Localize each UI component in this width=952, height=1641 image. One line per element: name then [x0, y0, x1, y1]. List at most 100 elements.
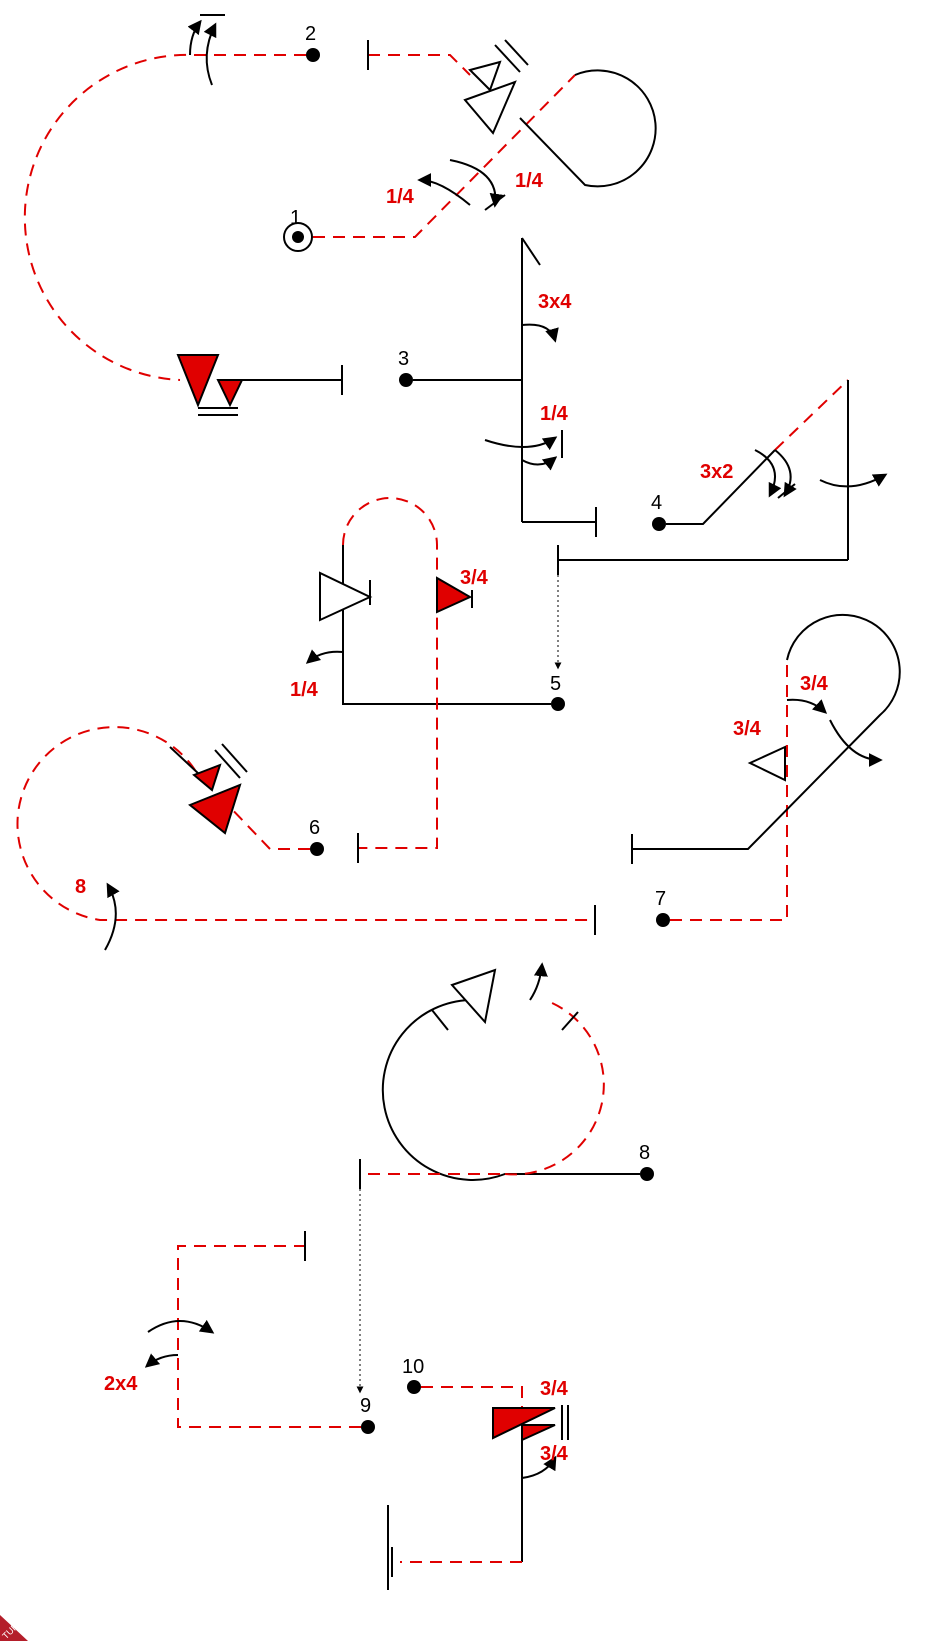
- fig2-snap-tick-2: [504, 39, 529, 66]
- fig5-entry-line: [342, 545, 551, 705]
- fig1-negative-line: [313, 74, 576, 238]
- fig4-roll-tick: [777, 483, 796, 499]
- fig9-negative-path: [177, 1245, 361, 1428]
- fig2-snap-tick-1: [494, 44, 521, 73]
- station-4-label: 4: [651, 492, 662, 514]
- fig6-label: 8: [75, 876, 86, 898]
- station-7-label: 7: [655, 888, 666, 910]
- fig2-arrow-1: [203, 22, 217, 86]
- fig5-red-triangle: [436, 576, 473, 614]
- fig3-roll-arrow-mid-1: [484, 436, 558, 451]
- station-4-dot[interactable]: [652, 517, 666, 531]
- figure-7: 7 3/4 3/4: [631, 613, 901, 927]
- fig4-negative-line: [774, 379, 849, 451]
- fig5-negative-hump: [342, 497, 438, 849]
- fig10-red-small-triangle: [521, 1424, 556, 1442]
- station-10-label: 10: [402, 1356, 424, 1378]
- fig6-snap-line: [169, 746, 201, 776]
- fig1-roll-tick: [484, 194, 506, 211]
- fig6-roll-arrow: [104, 882, 120, 951]
- fig6-tick-2: [221, 743, 248, 773]
- fig2-arrow-2: [187, 19, 202, 56]
- station-2-dot[interactable]: [306, 48, 320, 62]
- fig1-label-right: 1/4: [515, 170, 544, 192]
- fig10-roll-arrow: [521, 1455, 557, 1479]
- fig6-entry-line: [224, 801, 310, 850]
- fig8-tick-left: [431, 1009, 449, 1031]
- figure-2: 2: [23, 14, 529, 416]
- station-5-label: 5: [550, 673, 561, 695]
- station-8-label: 8: [639, 1142, 650, 1164]
- station-8-dot[interactable]: [640, 1167, 654, 1181]
- corner-stamp-shape: [0, 1615, 28, 1641]
- figure-9: 9 2x4: [104, 1231, 375, 1434]
- figure-3: 3 3x4 1/4: [398, 237, 597, 537]
- fig7-label-top: 3/4: [800, 673, 829, 695]
- fig8-loop-positive: [381, 999, 640, 1181]
- fig9-roll-arrow-1: [147, 1319, 215, 1334]
- fig6-loop: [16, 726, 595, 921]
- station-7-dot[interactable]: [656, 913, 670, 927]
- fig7-roll-arrow-1: [786, 698, 828, 714]
- fig5-label-left: 1/4: [290, 679, 319, 701]
- fig2-red-small-triangle: [216, 379, 244, 408]
- fig2-snap-triangle: [463, 80, 517, 135]
- fig9-roll-arrow-2: [144, 1353, 179, 1368]
- fig5-white-triangle: [319, 571, 373, 622]
- fig8-loop-negative: [504, 999, 605, 1176]
- station-1-ring: [283, 222, 313, 252]
- fig8-white-triangle: [450, 968, 497, 1025]
- station-1-dot[interactable]: [292, 231, 304, 243]
- fig10-red-triangle: [492, 1407, 556, 1440]
- fig9-label: 2x4: [104, 1373, 138, 1395]
- fig6-red-triangle: [188, 783, 242, 835]
- station-6-label: 6: [309, 817, 320, 839]
- fig5-label-snap: 3/4: [460, 567, 489, 589]
- fig10-label-top: 3/4: [540, 1378, 569, 1400]
- figure-6: 6 8: [16, 726, 596, 951]
- fig5-roll-arrow: [305, 649, 344, 664]
- fig7-roll-arrow-2: [829, 719, 883, 767]
- station-1-label: 1: [290, 207, 301, 229]
- station-3-dot[interactable]: [399, 373, 413, 387]
- station-3-label: 3: [398, 348, 409, 370]
- fig8-tick-right: [561, 1011, 579, 1031]
- fig7-negative-vertical: [670, 660, 788, 921]
- fig10-entry-negative: [421, 1386, 523, 1410]
- station-10-dot[interactable]: [407, 1380, 421, 1394]
- fig6-tick-1: [214, 749, 241, 779]
- station-2-label: 2: [305, 23, 316, 45]
- fig2-red-triangle: [176, 354, 220, 408]
- fig7-white-triangle: [747, 745, 786, 782]
- fig4-label: 3x2: [700, 461, 733, 483]
- figure-5: 5 3/4 1/4: [290, 497, 565, 863]
- fig8-roll-arrow: [529, 962, 548, 1001]
- station-6-dot[interactable]: [310, 842, 324, 856]
- figure-4: 4 3x2: [554, 379, 888, 670]
- fig1-loop: [519, 69, 657, 188]
- fig10-label-bottom: 3/4: [540, 1443, 569, 1465]
- figure-10: 10 3/4 3/4: [387, 1356, 569, 1590]
- fig1-roll-arrow-left: [417, 173, 471, 206]
- fig2-entry-line: [368, 54, 471, 76]
- fig2-snap-small-triangle: [468, 60, 502, 92]
- fig6-red-small-triangle: [192, 763, 222, 792]
- station-9-label: 9: [360, 1395, 371, 1417]
- fig4-roll-arrow-3: [819, 473, 888, 488]
- fig7-label-left: 3/4: [733, 718, 762, 740]
- fig3-roll-arrow-mid-2: [521, 456, 558, 471]
- corner-stamp: TURE: [0, 1615, 28, 1641]
- station-5-dot[interactable]: [551, 697, 565, 711]
- fig4-entry-line: [666, 449, 776, 525]
- fig2-negative-half-loop: [23, 53, 306, 381]
- fig7-loop: [632, 613, 901, 850]
- fig3-roll-arrow-top: [521, 323, 559, 343]
- fig3-label-top: 3x4: [538, 291, 572, 313]
- figure-1: 1 1/4 1/4: [283, 69, 657, 252]
- fig4-roll-arrow-1: [754, 449, 782, 498]
- fig3-label-mid: 1/4: [540, 403, 569, 425]
- fig1-roll-arrow-right: [449, 159, 504, 208]
- fig1-label-left: 1/4: [386, 186, 415, 208]
- station-9-dot[interactable]: [361, 1420, 375, 1434]
